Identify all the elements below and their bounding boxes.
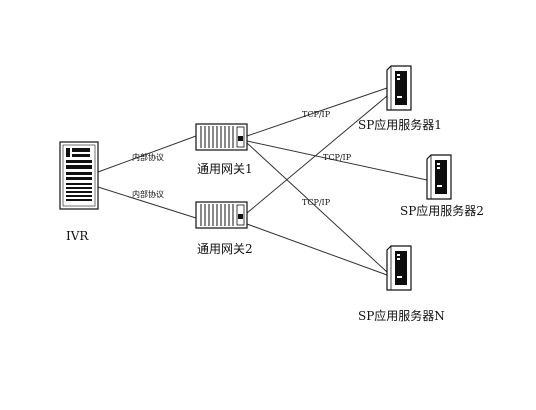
edge-gateway1-serverN bbox=[246, 142, 388, 273]
server2-label: SP应用服务器2 bbox=[400, 204, 484, 218]
gateway1-rack-icon bbox=[195, 123, 248, 151]
edge-gateway1-server1 bbox=[246, 87, 388, 137]
serverN-tower-icon bbox=[386, 245, 412, 291]
edge-gateway2-server1 bbox=[246, 95, 388, 214]
edge-gateway2-serverN bbox=[246, 223, 388, 276]
server1-tower-icon bbox=[386, 65, 412, 111]
edge-gateway1-server2 bbox=[246, 140, 428, 181]
edge-ivr-gateway2 bbox=[97, 186, 197, 219]
server1-label: SP应用服务器1 bbox=[358, 118, 442, 132]
gateway2-label: 通用网关2 bbox=[197, 242, 253, 256]
edge-label-gateway1-server2: TCP/IP bbox=[323, 153, 352, 162]
edge-label-gateway2-serverN: TCP/IP bbox=[302, 198, 331, 207]
gateway1-label: 通用网关1 bbox=[197, 162, 253, 176]
connection-lines bbox=[97, 87, 428, 276]
ivr-label: IVR bbox=[66, 229, 89, 243]
server2-tower-icon bbox=[426, 154, 452, 200]
edge-label-ivr-gateway2: 内部协议 bbox=[132, 190, 164, 199]
edge-label-ivr-gateway1: 内部协议 bbox=[132, 153, 164, 162]
edge-label-gateway1-server1: TCP/IP bbox=[302, 110, 331, 119]
ivr-server-icon bbox=[59, 141, 99, 210]
serverN-label: SP应用服务器N bbox=[358, 309, 445, 323]
gateway2-rack-icon bbox=[195, 201, 248, 229]
edge-ivr-gateway1 bbox=[97, 135, 197, 173]
